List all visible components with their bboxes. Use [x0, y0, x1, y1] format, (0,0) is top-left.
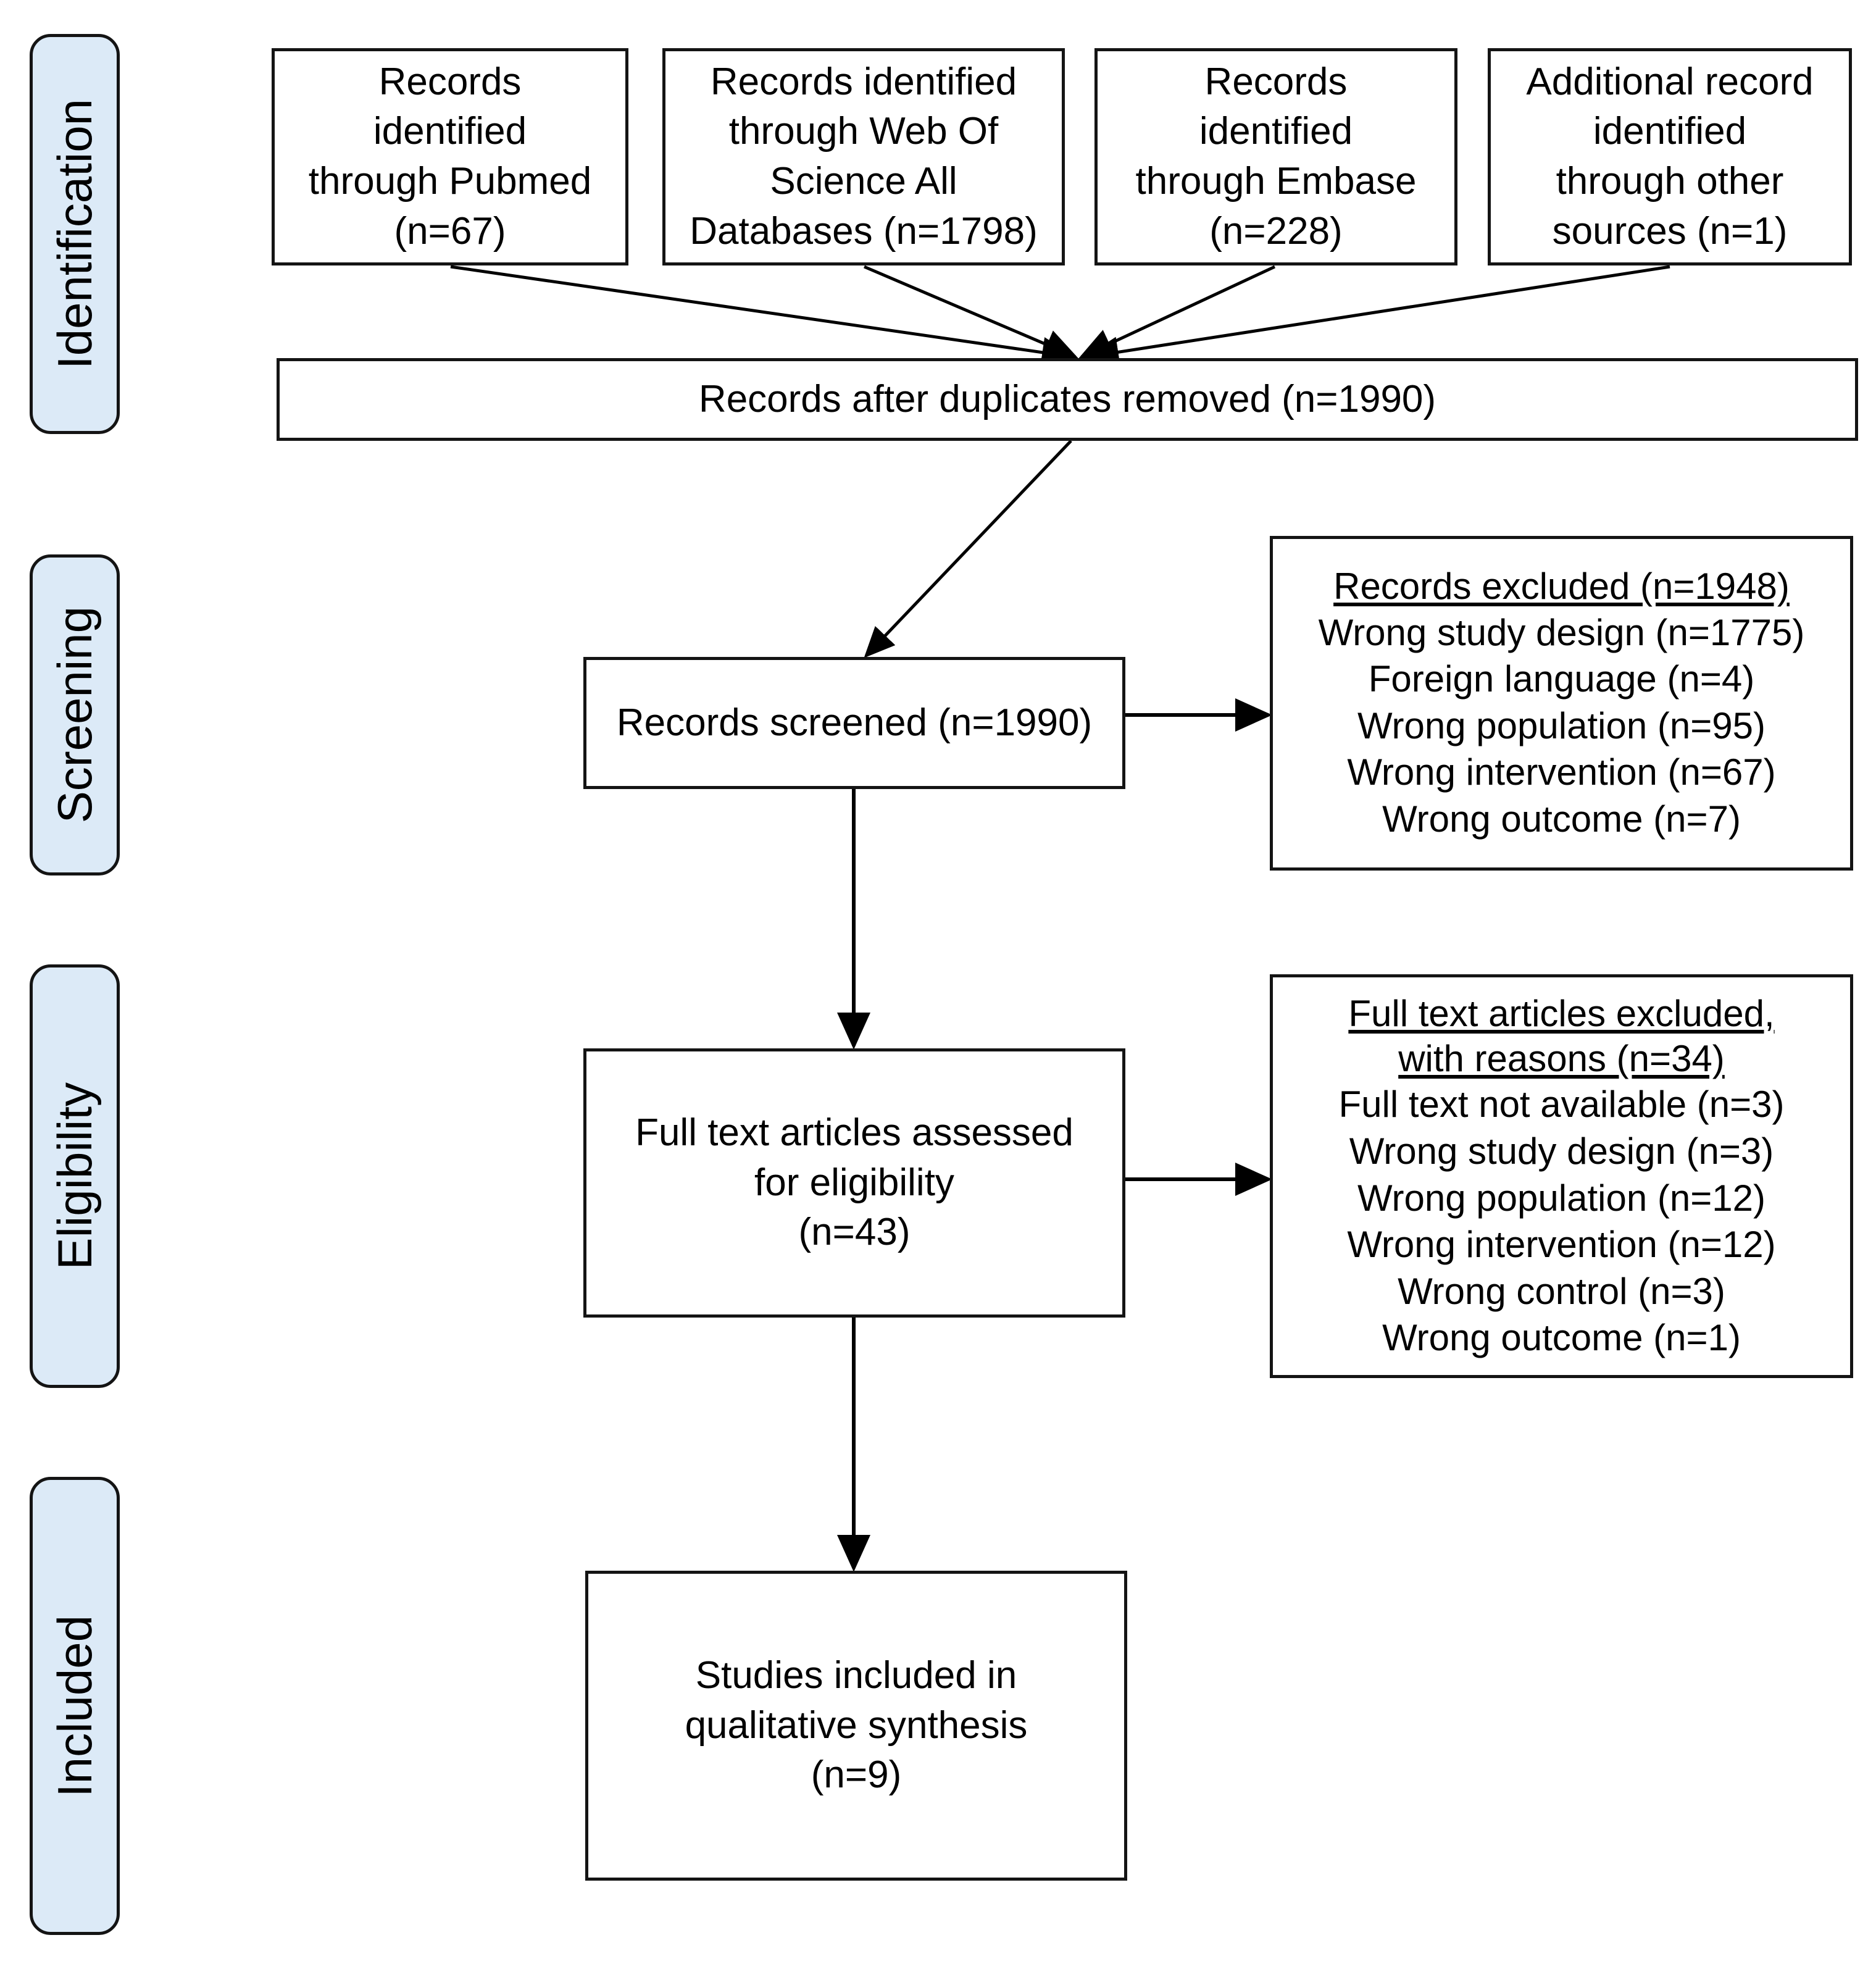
box-records-screened-text: Records screened (n=1990) [616, 701, 1093, 744]
box-full-text-articles-excluded-reason: Wrong intervention (n=12) [1347, 1224, 1776, 1266]
box-records-excluded-reason: Wrong outcome (n=7) [1382, 798, 1741, 840]
box-records-excluded-reason: Foreign language (n=4) [1368, 658, 1755, 700]
box-full-text-articles-excluded-reason: Wrong outcome (n=1) [1382, 1317, 1741, 1359]
box-records-identified-pubmed: Records identified through Pubmed (n=67) [272, 48, 628, 265]
box-records-identified-web-of-science: Records identified through Web Of Scienc… [662, 48, 1065, 265]
box-records-excluded-reason: Wrong intervention (n=67) [1347, 751, 1776, 793]
box-full-text-articles-excluded-reason: Full text not available (n=3) [1338, 1084, 1785, 1126]
box-records-excluded-reason: Wrong population (n=95) [1357, 704, 1766, 746]
box-records-identified-pubmed-text: Records identified through Pubmed (n=67) [308, 60, 592, 253]
box-records-after-duplicates-removed-text: Records after duplicates removed (n=1990… [698, 377, 1436, 420]
stage-label-eligibility: Eligibility [30, 964, 120, 1388]
box-studies-included-qualitative-synthesis: Studies included in qualitative synthesi… [585, 1571, 1127, 1881]
box-records-excluded-reason: Wrong study design (n=1775) [1318, 611, 1805, 653]
box-additional-records-other-sources-text: Additional record identified through oth… [1526, 60, 1814, 253]
box-records-after-duplicates-removed: Records after duplicates removed (n=1990… [277, 358, 1858, 441]
box-full-text-articles-assessed-text: Full text articles assessed for eligibil… [635, 1111, 1073, 1254]
box-additional-records-other-sources: Additional record identified through oth… [1488, 48, 1852, 265]
connector-sources-to-duplicates [450, 265, 1670, 368]
stage-label-screening-text: Screening [48, 606, 102, 824]
connector-duplicates-to-screened [864, 440, 1072, 658]
box-records-excluded: Records excluded (n=1948) Wrong study de… [1270, 536, 1853, 871]
box-records-identified-embase-text: Records identified through Embase (n=228… [1135, 60, 1417, 253]
box-full-text-articles-excluded-reason: Wrong control (n=3) [1398, 1270, 1725, 1312]
box-full-text-articles-assessed: Full text articles assessed for eligibil… [583, 1048, 1125, 1318]
box-records-excluded-title: Records excluded (n=1948) [1333, 566, 1790, 608]
box-full-text-articles-excluded-reason: Wrong study design (n=3) [1349, 1130, 1774, 1172]
box-studies-included-qualitative-synthesis-text: Studies included in qualitative synthesi… [685, 1654, 1028, 1797]
stage-label-identification: Identification [30, 34, 120, 434]
stage-label-included: Included [30, 1477, 120, 1935]
stage-label-included-text: Included [48, 1615, 102, 1797]
box-records-identified-web-of-science-text: Records identified through Web Of Scienc… [690, 60, 1038, 253]
box-records-screened: Records screened (n=1990) [583, 657, 1125, 789]
box-full-text-articles-excluded-title: Full text articles excluded, with reason… [1348, 993, 1775, 1080]
box-full-text-articles-excluded: Full text articles excluded, with reason… [1270, 974, 1853, 1378]
box-full-text-articles-excluded-reason: Wrong population (n=12) [1357, 1177, 1766, 1219]
stage-label-identification-text: Identification [48, 99, 102, 369]
box-records-identified-embase: Records identified through Embase (n=228… [1094, 48, 1457, 265]
stage-label-screening: Screening [30, 554, 120, 875]
stage-label-eligibility-text: Eligibility [48, 1082, 102, 1270]
